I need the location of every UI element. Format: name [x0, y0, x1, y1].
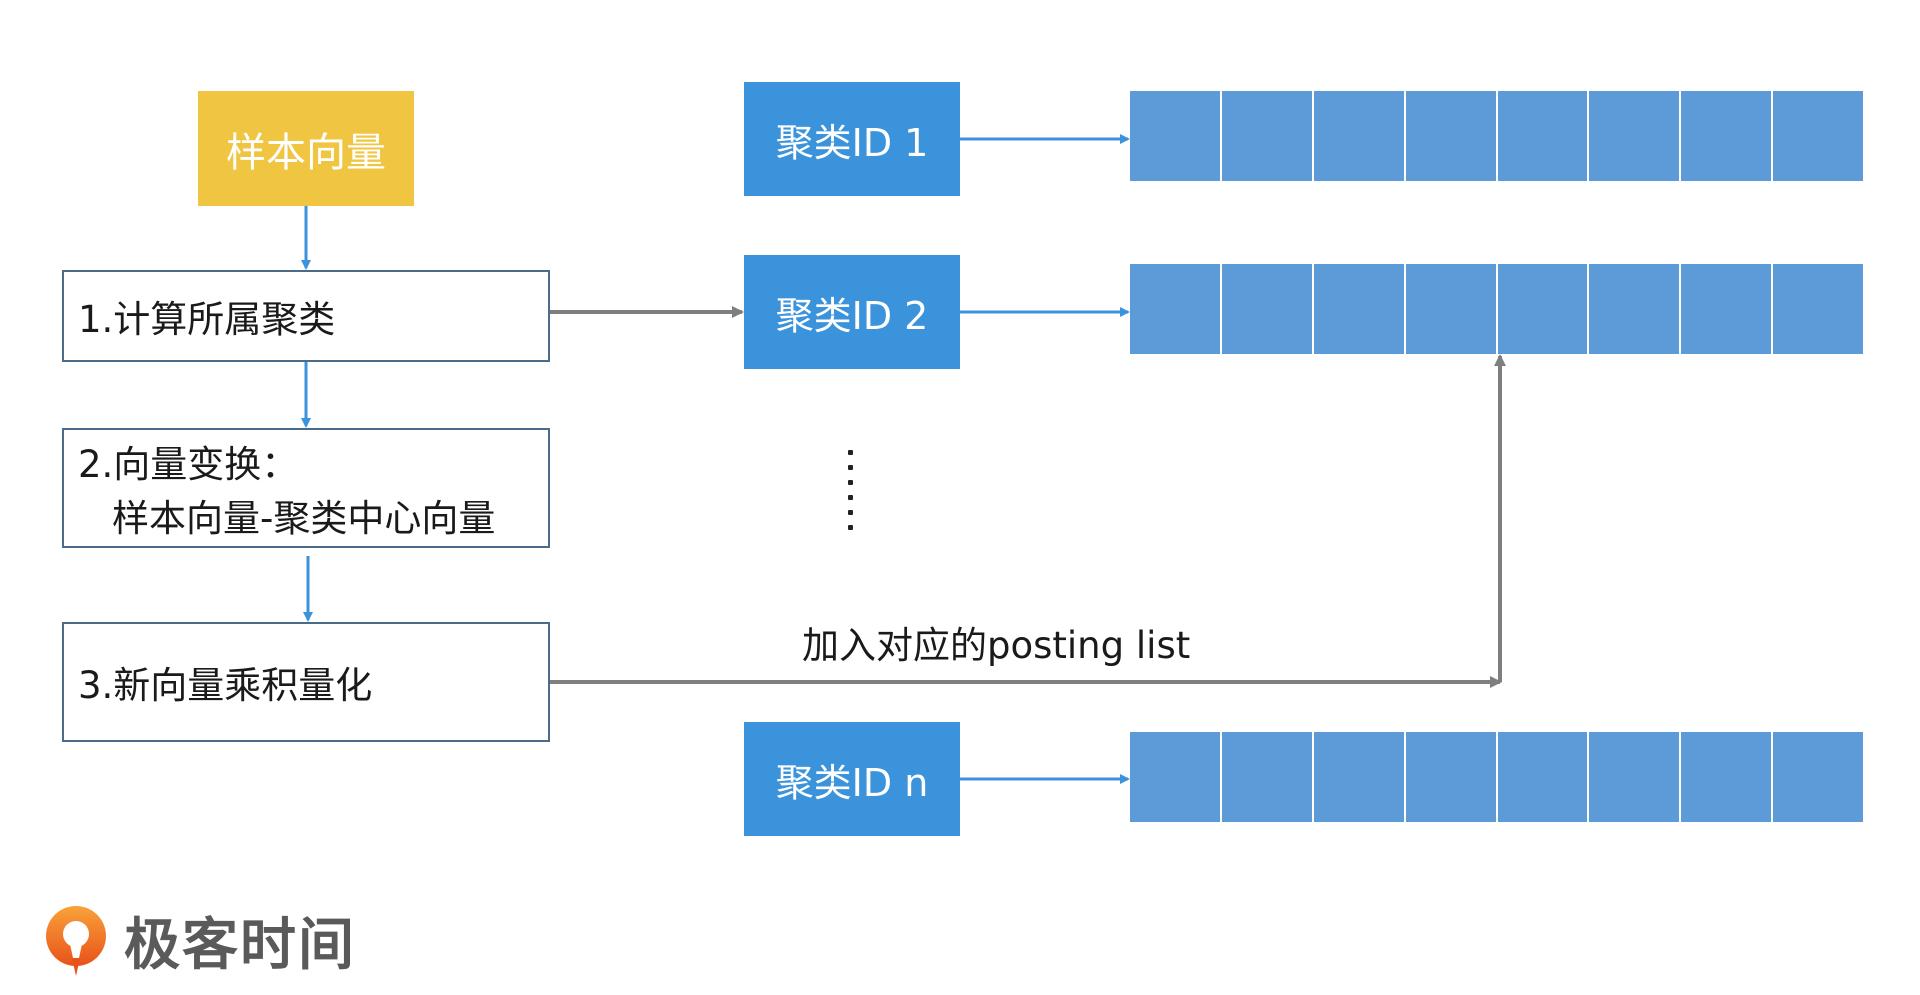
posting-list-n — [1130, 732, 1863, 822]
posting-cell — [1130, 264, 1222, 354]
posting-cell — [1221, 732, 1314, 822]
posting-cell — [1773, 264, 1863, 354]
step1-box: 1.计算所属聚类 — [62, 270, 550, 362]
step1-label: 1.计算所属聚类 — [78, 298, 336, 341]
posting-cell — [1405, 91, 1498, 181]
posting-cell — [1130, 91, 1222, 181]
posting-cell — [1589, 732, 1682, 822]
geektime-logo-text: 极客时间 — [124, 912, 356, 978]
cluster-id-2-box: 聚类ID 2 — [744, 255, 960, 369]
vertical-ellipsis — [848, 450, 856, 530]
cluster-id-2-label: 聚类ID 2 — [775, 293, 929, 338]
step2-label-line1: 2.向量变换： — [78, 443, 299, 486]
posting-cell — [1681, 91, 1774, 181]
posting-cell — [1130, 732, 1222, 822]
posting-cell — [1773, 91, 1863, 181]
cluster-id-n-label: 聚类ID n — [775, 760, 929, 805]
posting-cell — [1773, 732, 1863, 822]
geektime-logo-icon — [46, 906, 106, 976]
posting-cell — [1221, 91, 1314, 181]
posting-cell — [1313, 264, 1406, 354]
posting-cell — [1313, 732, 1406, 822]
cluster-id-n-box: 聚类ID n — [744, 722, 960, 836]
sample-vector-box: 样本向量 — [198, 91, 414, 206]
posting-cell — [1681, 264, 1774, 354]
posting-cell — [1405, 732, 1498, 822]
step3-label: 3.新向量乘积量化 — [78, 664, 373, 707]
step3-box: 3.新向量乘积量化 — [62, 622, 550, 742]
posting-list-edge-label: 加入对应的posting list — [802, 624, 1191, 667]
posting-list-1 — [1130, 91, 1863, 181]
posting-cell — [1497, 732, 1590, 822]
posting-cell — [1589, 264, 1682, 354]
cluster-id-1-label: 聚类ID 1 — [775, 120, 929, 165]
posting-list-2 — [1130, 264, 1863, 354]
cluster-id-1-box: 聚类ID 1 — [744, 82, 960, 196]
posting-cell — [1497, 91, 1590, 181]
posting-cell — [1589, 91, 1682, 181]
posting-cell — [1681, 732, 1774, 822]
step2-box: 2.向量变换： 样本向量-聚类中心向量 — [62, 428, 550, 548]
step2-label-line2: 样本向量-聚类中心向量 — [112, 497, 496, 540]
geektime-logo: 极客时间 — [40, 900, 356, 980]
posting-cell — [1313, 91, 1406, 181]
posting-cell — [1497, 264, 1590, 354]
sample-vector-label: 样本向量 — [226, 129, 386, 176]
posting-cell — [1221, 264, 1314, 354]
posting-cell — [1405, 264, 1498, 354]
